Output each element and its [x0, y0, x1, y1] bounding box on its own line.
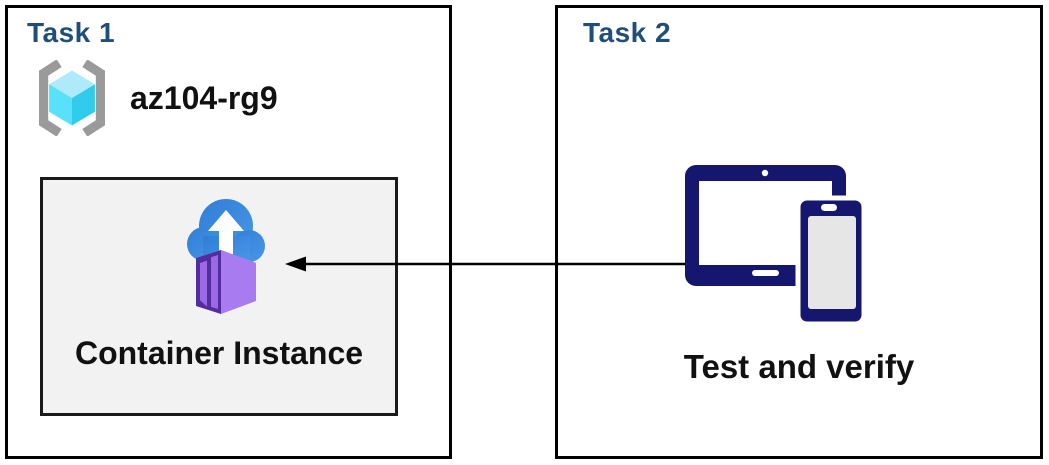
upload-arrow-icon [208, 210, 244, 254]
task2-title: Task 2 [583, 17, 672, 48]
arrowhead-left [285, 256, 306, 272]
devices-icon-wrap [676, 158, 868, 333]
container-instance-label: Container Instance [74, 335, 364, 371]
container-3d-box [196, 250, 256, 314]
task1-title: Task 1 [27, 17, 116, 48]
task1-box: Task 1 az104-rg9 [5, 5, 452, 459]
tablet-and-phone-icon [685, 165, 867, 327]
arrow-task2-to-container [285, 256, 685, 272]
task2-box: Task 2 Test and verify [555, 5, 1043, 459]
right-bracket [82, 60, 105, 136]
resource-group-icon [39, 60, 105, 136]
resource-group-name: az104-rg9 [130, 79, 278, 116]
devices-label: Test and verify [683, 348, 915, 385]
resource-group-row: az104-rg9 [28, 60, 278, 136]
container-instance-cloud-upload-icon [187, 199, 265, 314]
container-instance-icon-wrap [181, 194, 273, 323]
left-bracket [39, 60, 62, 136]
container-instance-box: Container Instance [40, 177, 398, 416]
phone-icon [795, 195, 867, 327]
